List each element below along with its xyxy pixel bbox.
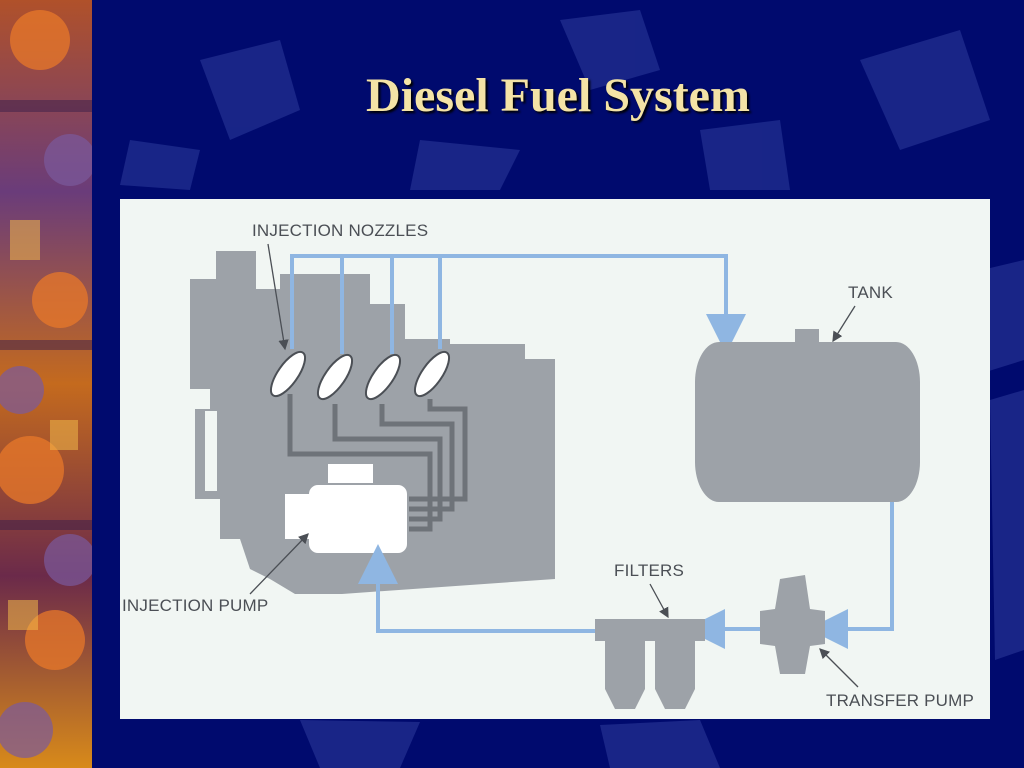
engine-side-opening xyxy=(205,411,217,491)
label-transfer-pump: TRANSFER PUMP xyxy=(826,691,974,710)
fuel-filters xyxy=(595,619,705,709)
label-tank: TANK xyxy=(848,283,893,302)
injection-nozzles xyxy=(269,350,451,401)
fuel-tank xyxy=(695,329,920,502)
slide-title: Diesel Fuel System xyxy=(366,69,750,122)
fuel-lines xyxy=(290,254,894,649)
engine-intake xyxy=(216,251,256,301)
diesel-fuel-system-diagram: INJECTION NOZZLES TANK FILTERS INJECTION… xyxy=(120,199,990,719)
label-filters: FILTERS xyxy=(614,561,684,580)
transfer-pump xyxy=(760,575,825,674)
label-injection-nozzles: INJECTION NOZZLES xyxy=(252,221,428,240)
nozzle-3 xyxy=(364,353,402,401)
decorative-gear-strip xyxy=(0,0,92,768)
nozzle-2 xyxy=(316,353,354,401)
nozzle-4 xyxy=(413,350,451,398)
nozzle-1 xyxy=(269,350,307,398)
injection-pump xyxy=(285,464,409,555)
label-injection-pump: INJECTION PUMP xyxy=(122,596,268,615)
high-pressure-lines xyxy=(287,394,468,532)
